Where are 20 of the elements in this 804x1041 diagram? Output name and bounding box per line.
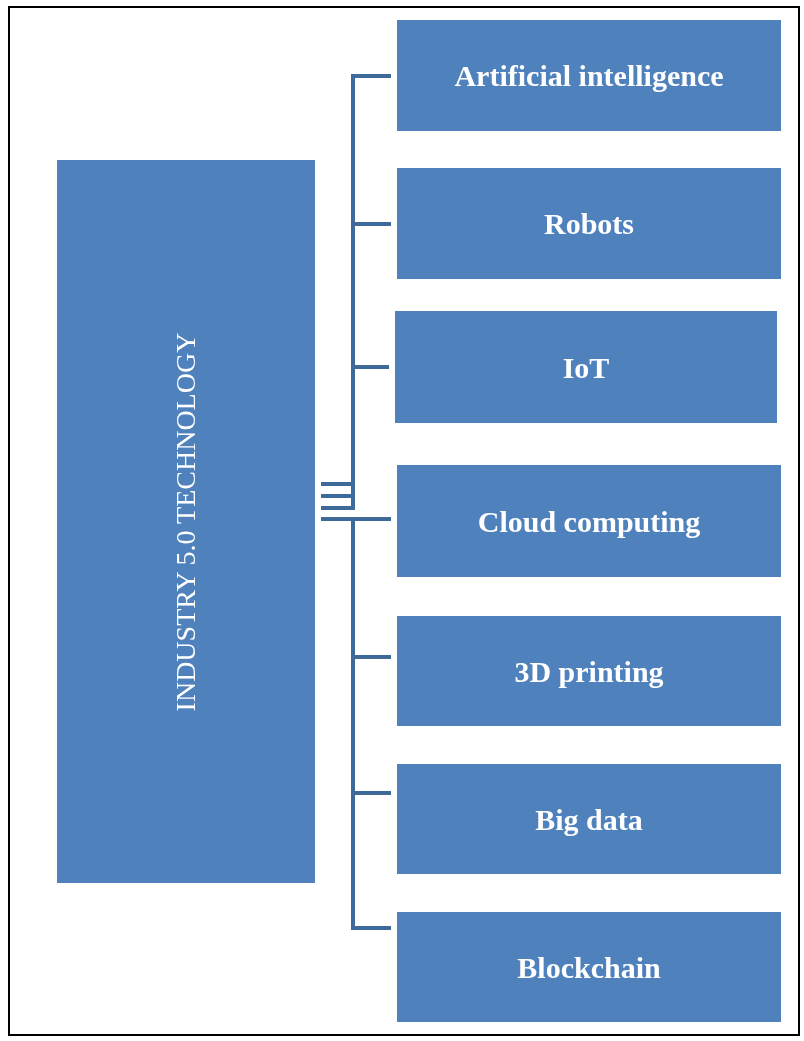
connector-line (321, 222, 391, 498)
technology-box (397, 616, 781, 726)
connector-line (321, 74, 391, 486)
box-label: Robots (544, 206, 634, 242)
technology-box (397, 465, 781, 577)
main-box (57, 160, 315, 883)
box-label: Cloud computing (477, 503, 701, 540)
box-label: 3D printing (514, 653, 664, 690)
technology-box (397, 168, 781, 279)
connector-line (321, 365, 389, 510)
technology-box (397, 764, 781, 874)
box-label: Artificial intelligence (454, 58, 724, 94)
box-label: IoT (562, 349, 610, 386)
box-label: INDUSTRY 5.0 TECHNOLOGY (169, 332, 202, 711)
technology-box (397, 912, 781, 1022)
box-label: Blockchain (517, 949, 661, 986)
technology-box (397, 20, 781, 131)
connector-line (321, 517, 391, 930)
technology-box (395, 311, 777, 423)
box-label: Big data (535, 801, 643, 838)
